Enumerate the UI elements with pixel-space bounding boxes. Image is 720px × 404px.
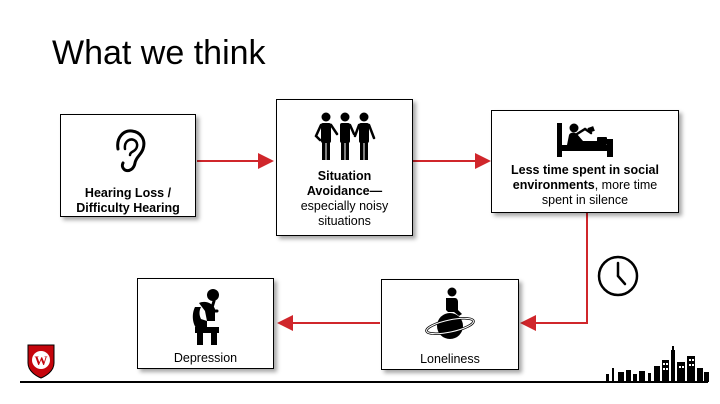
depression-label: Depression [173,351,238,365]
box-depression: Depression [137,278,274,369]
box-hearing-loss: Hearing Loss / Difficulty Hearing [60,114,196,217]
less-time-line-2-rest: , more time [594,178,658,192]
box-situation-avoidance: Situation Avoidance— especially noisy si… [276,99,413,236]
footer-rule [20,381,708,383]
box-loneliness: Loneliness [381,279,519,370]
less-time-line-1: Less time spent in social [511,163,659,177]
university-crest-icon: W [26,343,56,379]
hearing-line-2: Difficulty Hearing [76,201,180,215]
avoidance-line-4: situations [318,214,371,228]
slide-title: What we think [52,34,266,72]
clock-icon [596,254,640,298]
avoidance-line-2: Avoidance— [306,184,383,198]
ear-icon [61,127,195,175]
group-of-people-icon [277,112,412,162]
avoidance-line-3: especially noisy [300,199,389,213]
box-less-time-social: Less time spent in social environments, … [491,110,679,213]
arrow-less-time-to-loneliness [520,212,588,331]
svg-text:W: W [35,353,48,368]
thinking-person-icon [138,287,273,345]
avoidance-line-1: Situation [317,169,372,183]
less-time-line-3: spent in silence [541,193,629,207]
person-on-planet-icon [382,286,518,342]
city-skyline-icon [604,346,710,382]
person-in-bed-icon [492,119,678,159]
loneliness-label: Loneliness [420,352,480,366]
less-time-line-2-bold: environments [512,178,595,192]
hearing-line-1: Hearing Loss / [84,186,172,200]
